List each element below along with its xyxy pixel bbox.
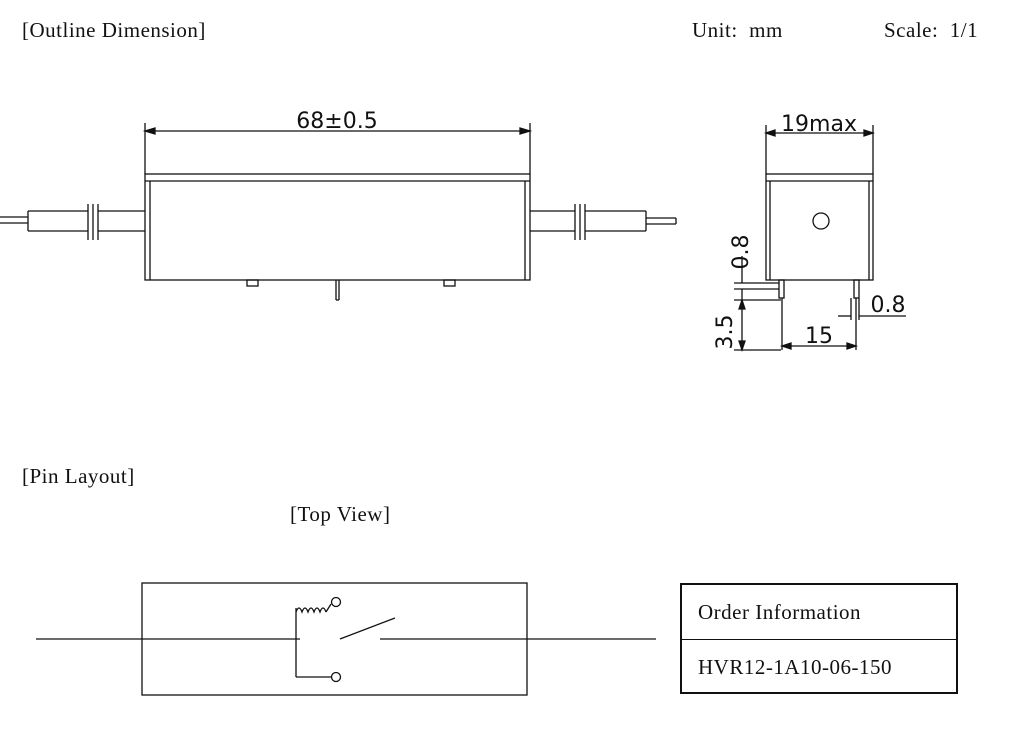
order-information-label: Order Information xyxy=(698,599,862,624)
scale-label: Scale: 1/1 xyxy=(884,18,979,42)
width-dimension: 19max xyxy=(781,112,857,137)
order-information-table: Order Information HVR12-1A10-06-150 xyxy=(680,583,958,694)
unit-label: Unit: mm xyxy=(692,18,783,42)
pin-layout-title: [Pin Layout] xyxy=(22,464,135,488)
pin-layout-schematic xyxy=(36,582,656,696)
outline-dimension-title: [Outline Dimension] xyxy=(22,18,206,42)
side-view xyxy=(734,125,906,353)
top-view-label: [Top View] xyxy=(290,502,391,526)
pin-width-dimension: 0.8 xyxy=(871,293,906,318)
pin-thickness-dimension: 0.8 xyxy=(729,235,754,270)
front-view xyxy=(0,123,677,301)
length-dimension: 68±0.5 xyxy=(296,109,377,134)
pin-height-dimension: 3.5 xyxy=(713,315,738,350)
pin-spacing-dimension: 15 xyxy=(805,324,833,349)
part-number: HVR12-1A10-06-150 xyxy=(682,639,956,694)
